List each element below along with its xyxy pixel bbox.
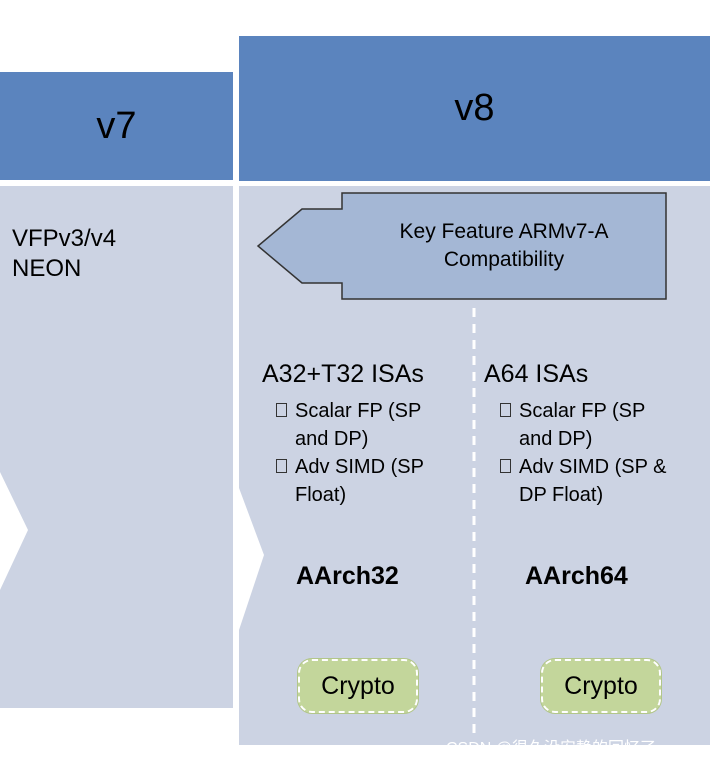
v7-panel xyxy=(0,186,233,708)
watermark-text: CSDN @很久没安静的回忆了 xyxy=(446,740,657,757)
aarch64-bullet-scalar-fp: Scalar FP (SP and DP) xyxy=(500,397,700,453)
bullet-text: Adv SIMD (SP Float) xyxy=(295,453,424,509)
aarch32-crypto-label: Crypto xyxy=(321,671,395,700)
v7-feature-neon: NEON xyxy=(12,255,82,282)
bullet-text: Scalar FP (SP and DP) xyxy=(519,397,645,453)
key-feature-text: Key Feature ARMv7-A Compatibility xyxy=(342,193,666,299)
aarch64-crypto-label: Crypto xyxy=(564,671,638,700)
v7-feature-vfp: VFPv3/v4 xyxy=(12,225,117,252)
key-feature-line-2: Compatibility xyxy=(443,248,565,271)
aarch64-bullet-list: Scalar FP (SP and DP) Adv SIMD (SP & DP … xyxy=(500,397,700,509)
aarch32-isa-title: A32+T32 ISAs xyxy=(262,360,424,388)
aarch64-bullet-adv-simd: Adv SIMD (SP & DP Float) xyxy=(500,453,700,509)
v7-header: v7 xyxy=(0,72,233,180)
aarch32-label: AArch32 xyxy=(296,562,399,590)
aarch32-bullet-list: Scalar FP (SP and DP) Adv SIMD (SP Float… xyxy=(276,397,466,509)
aarch64-crypto-badge: Crypto xyxy=(541,659,661,713)
compatibility-arrow xyxy=(256,192,667,300)
v8-panel xyxy=(239,186,710,745)
bullet-box-icon xyxy=(276,459,287,473)
aarch32-crypto-badge: Crypto xyxy=(298,659,418,713)
bullet-box-icon xyxy=(500,459,511,473)
bullet-text: Adv SIMD (SP & DP Float) xyxy=(519,453,666,509)
aarch64-isa-title: A64 ISAs xyxy=(484,360,589,388)
bullet-text-line: DP Float) xyxy=(519,484,604,506)
bullet-text: Scalar FP (SP and DP) xyxy=(295,397,421,453)
bullet-text-line: and DP) xyxy=(295,428,369,450)
aarch64-label: AArch64 xyxy=(525,562,628,590)
v8-header-label: v8 xyxy=(454,87,495,129)
bullet-box-icon xyxy=(276,403,287,417)
bullet-text-line: Adv SIMD (SP xyxy=(295,456,424,478)
bullet-text-line: and DP) xyxy=(519,428,593,450)
bullet-text-line: Adv SIMD (SP & xyxy=(519,456,667,478)
aarch32-bullet-scalar-fp: Scalar FP (SP and DP) xyxy=(276,397,466,453)
v8-header: v8 xyxy=(239,36,710,181)
aarch32-bullet-adv-simd: Adv SIMD (SP Float) xyxy=(276,453,466,509)
bullet-box-icon xyxy=(500,403,511,417)
bullet-text-line: Float) xyxy=(295,484,347,506)
v7-header-label: v7 xyxy=(96,104,137,147)
key-feature-line-1: Key Feature ARMv7-A xyxy=(399,220,609,243)
bullet-text-line: Scalar FP (SP xyxy=(295,400,422,422)
bullet-text-line: Scalar FP (SP xyxy=(519,400,646,422)
v7-feature-list: VFPv3/v4 NEON xyxy=(12,224,116,284)
